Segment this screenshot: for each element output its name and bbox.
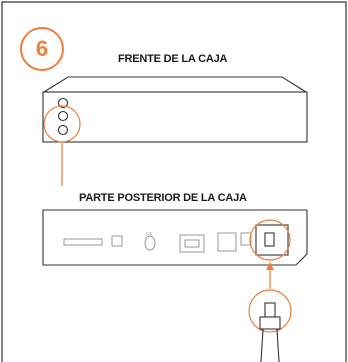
step-number-badge: 6 xyxy=(20,27,64,71)
rf-port-label: RF xyxy=(146,232,153,238)
front-box-top xyxy=(43,76,307,93)
small-square-port xyxy=(111,235,123,247)
back-box xyxy=(42,209,308,266)
cable-right xyxy=(276,328,280,362)
small-port-2 xyxy=(240,232,252,246)
front-title: FRENTE DE LA CAJA xyxy=(118,53,228,65)
power-port-inner xyxy=(264,232,275,247)
front-led-2 xyxy=(57,110,69,122)
ethernet-port xyxy=(217,232,237,252)
back-box-shape xyxy=(42,209,308,266)
back-highlight-circle xyxy=(249,219,291,261)
power-pointer-arrowhead xyxy=(266,262,274,270)
rf-port xyxy=(144,235,156,251)
back-title: PARTE POSTERIOR DE LA CAJA xyxy=(79,192,247,204)
hdmi-port-outer xyxy=(179,234,205,253)
plug-highlight-circle xyxy=(248,289,292,333)
front-box xyxy=(42,76,308,186)
power-cable xyxy=(248,289,292,362)
plug-body xyxy=(259,316,281,330)
cable-left xyxy=(260,328,264,362)
front-led-1 xyxy=(57,97,69,109)
plug-tip xyxy=(264,302,276,318)
card-slot-port xyxy=(63,238,103,246)
front-box-body xyxy=(42,91,308,143)
hdmi-port-inner xyxy=(184,239,200,248)
front-led-3 xyxy=(57,124,69,136)
power-port-outer xyxy=(255,224,289,256)
